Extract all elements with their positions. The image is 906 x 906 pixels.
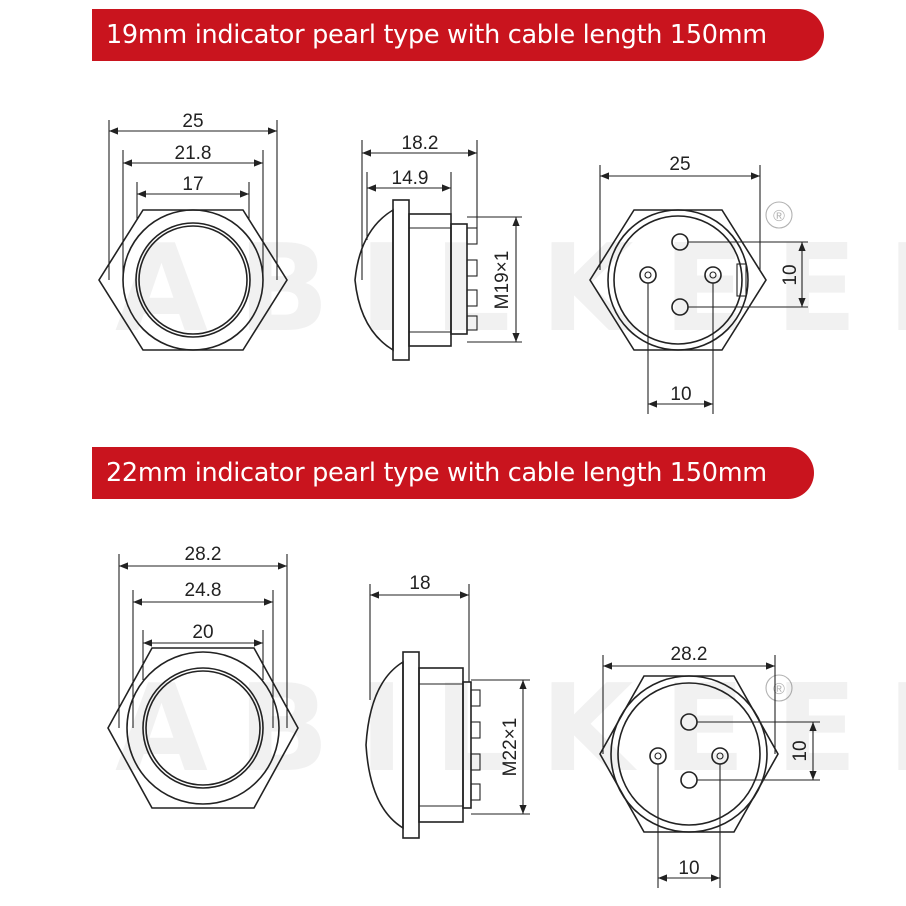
registered-mark-19: ® xyxy=(773,208,785,225)
side-view-19: 18.2 14.9 M19×1 xyxy=(354,133,522,361)
registered-mark-22: ® xyxy=(773,681,785,698)
front-view-19: 25 21.8 17 xyxy=(98,111,288,351)
dim-width-19: 25 xyxy=(669,154,690,175)
dim-thread-19: M19×1 xyxy=(492,251,513,310)
dim-middle-19: 21.8 xyxy=(175,143,212,164)
side-view-22: 18 M22×1 xyxy=(365,573,530,839)
dim-pin-vertical-19: 10 xyxy=(780,264,801,285)
back-view-19: 25 10 10 ® xyxy=(589,154,808,414)
dim-width-22: 28.2 xyxy=(671,644,708,665)
banner-22mm: 22mm indicator pearl type with cable len… xyxy=(92,447,814,499)
front-view-22: 28.2 24.8 20 xyxy=(107,544,299,809)
banner-19mm: 19mm indicator pearl type with cable len… xyxy=(92,9,824,61)
watermark-bottom: ABILKEEN xyxy=(115,660,906,799)
dim-middle-22: 24.8 xyxy=(185,580,222,601)
dim-outer-22: 28.2 xyxy=(185,544,222,565)
dim-inner-19: 17 xyxy=(182,174,203,195)
dim-pin-horizontal-22: 10 xyxy=(678,858,699,879)
dim-outer-19: 25 xyxy=(182,111,203,132)
dim-depth-19: 18.2 xyxy=(402,133,439,154)
dim-pin-horizontal-19: 10 xyxy=(670,384,691,405)
back-view-22: 28.2 10 10 ® xyxy=(599,644,820,888)
dim-inner-22: 20 xyxy=(192,622,213,643)
dim-pin-vertical-22: 10 xyxy=(790,740,811,761)
dim-depth-22: 18 xyxy=(409,573,430,594)
dim-dome-19: 14.9 xyxy=(392,168,429,189)
dim-thread-22: M22×1 xyxy=(500,718,521,777)
